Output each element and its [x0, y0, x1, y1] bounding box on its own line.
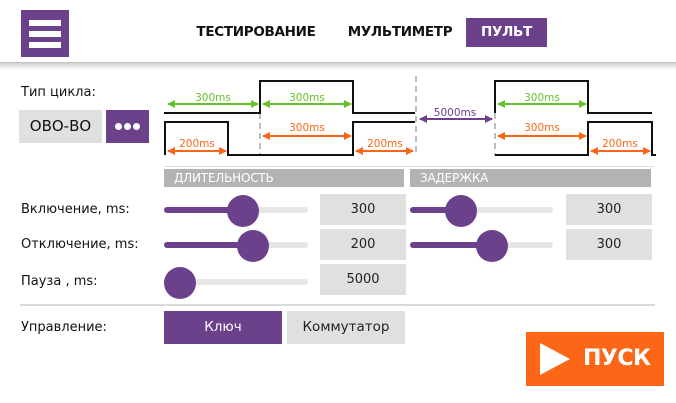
on-signal-waveform-1	[164, 80, 415, 114]
off-duration-value[interactable]: 200	[320, 229, 406, 260]
cycle-type-label: Тип цикла:	[21, 85, 96, 100]
menu-button[interactable]	[21, 10, 69, 57]
timing-diagram: 300ms 300ms 5000ms 300ms 200ms 300ms 200…	[164, 76, 656, 156]
duration-section-header: ДЛИТЕЛЬНОСТЬ	[164, 169, 404, 187]
on-delay-slider[interactable]	[410, 195, 553, 227]
off-duration-label: 200ms	[367, 138, 403, 150]
off-duration-slider[interactable]	[164, 230, 308, 262]
off-delay-value[interactable]: 300	[566, 229, 652, 260]
off-signal-waveform-2	[495, 121, 656, 156]
tab-testing[interactable]: ТЕСТИРОВАНИЕ	[196, 24, 316, 40]
on-duration-slider[interactable]	[164, 195, 308, 227]
off-label: Отключение, ms:	[21, 237, 139, 252]
on-signal-waveform-2	[494, 80, 652, 114]
pause-duration-value[interactable]: 5000	[320, 264, 406, 295]
off-signal-waveform-1	[164, 121, 415, 156]
on-duration-label: 300ms	[289, 92, 325, 104]
off-duration-label: 200ms	[602, 138, 638, 150]
diagram-baseline	[164, 166, 654, 167]
pause-duration-slider[interactable]	[164, 267, 308, 299]
on-duration-label: 300ms	[195, 92, 231, 104]
start-label: ПУСК	[583, 346, 651, 371]
top-nav-bar: ТЕСТИРОВАНИЕ МУЛЬТИМЕТР ПУЛЬТ	[0, 0, 676, 62]
play-icon	[540, 343, 570, 375]
on-label: Включение, ms:	[21, 202, 130, 217]
delay-section-header: ЗАДЕРЖКА	[410, 169, 651, 187]
on-duration-value[interactable]: 300	[320, 194, 406, 225]
off-duration-label: 200ms	[179, 138, 215, 150]
off-duration-label: 300ms	[524, 122, 560, 134]
control-label: Управление:	[21, 320, 107, 335]
pause-label: Пауза , ms:	[21, 274, 98, 289]
control-key-button[interactable]: Ключ	[164, 311, 282, 344]
control-switch-button[interactable]: Коммутатор	[287, 311, 405, 344]
tab-remote[interactable]: ПУЛЬТ	[466, 18, 547, 47]
cycle-type-button[interactable]: ОВО-ВО	[19, 110, 102, 143]
off-delay-slider[interactable]	[410, 230, 553, 262]
slider-thumb[interactable]	[164, 267, 196, 299]
start-button[interactable]: ПУСК	[526, 332, 664, 386]
cycle-more-button[interactable]	[106, 110, 149, 143]
slider-thumb[interactable]	[227, 195, 260, 227]
on-duration-label: 300ms	[524, 92, 560, 104]
pause-duration-label: 5000ms	[434, 107, 476, 119]
off-duration-label: 300ms	[289, 122, 325, 134]
slider-thumb[interactable]	[445, 195, 478, 227]
slider-thumb[interactable]	[475, 230, 508, 262]
on-delay-value[interactable]: 300	[566, 194, 652, 225]
section-divider	[20, 304, 655, 306]
slider-thumb[interactable]	[237, 230, 270, 262]
header-divider	[0, 62, 676, 70]
tab-multimeter[interactable]: МУЛЬТИМЕТР	[347, 24, 453, 40]
